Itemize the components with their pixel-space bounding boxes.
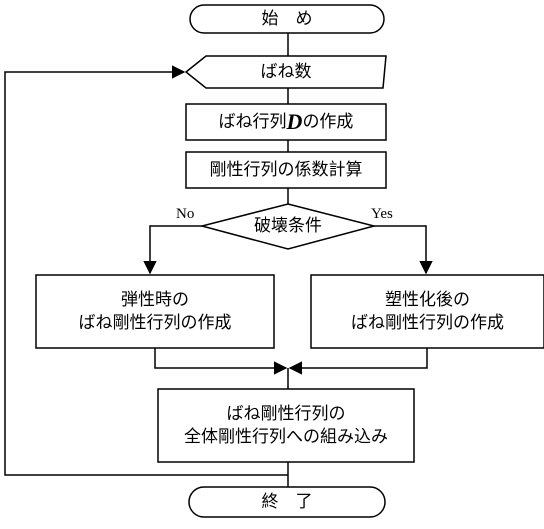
elastic-line-2: ばね剛性行列の作成: [78, 312, 232, 333]
elastic-line-1: 弾性時の: [121, 289, 189, 310]
end-label: 終 了: [261, 491, 313, 512]
create-d-suffix: の作成: [302, 111, 354, 132]
decision-diamond: [199, 203, 377, 250]
loop-label: ばね数: [260, 61, 312, 82]
assemble-label: ばね剛性行列の 全体剛性行列への組み込み: [158, 389, 414, 462]
coef-calc-box: [185, 151, 387, 189]
assemble-box: [157, 388, 415, 463]
start-label: 始 め: [261, 8, 313, 29]
coef-calc-label: 剛性行列の係数計算: [209, 159, 363, 180]
create-d-prefix: ばね行列: [218, 111, 287, 132]
create-d-box: [185, 103, 387, 141]
plastic-line-1: 塑性化後の: [385, 289, 470, 310]
assemble-line-1: ばね剛性行列の: [226, 403, 346, 424]
plastic-label: 塑性化後の ばね剛性行列の作成: [311, 275, 544, 348]
loop-back-line: [4, 65, 288, 476]
yes-label: Yes: [371, 206, 393, 222]
elastic-label: 弾性時の ばね剛性行列の作成: [36, 275, 274, 348]
plastic-line-2: ばね剛性行列の作成: [351, 312, 504, 333]
loop-limit-shape: [184, 55, 387, 89]
connector-plastic-merge: [288, 348, 428, 375]
end-terminal-shape: [188, 486, 386, 518]
connector-yes-branch: [374, 225, 433, 275]
decision-label: 破壊条件: [254, 215, 322, 236]
connector-elastic-merge: [154, 348, 288, 375]
matrix-d-symbol: D: [286, 109, 303, 135]
assemble-line-2: 全体剛性行列への組み込み: [184, 426, 388, 447]
start-terminal-shape: [189, 4, 385, 34]
no-label: No: [176, 206, 195, 222]
connector-no-branch: [143, 225, 202, 275]
